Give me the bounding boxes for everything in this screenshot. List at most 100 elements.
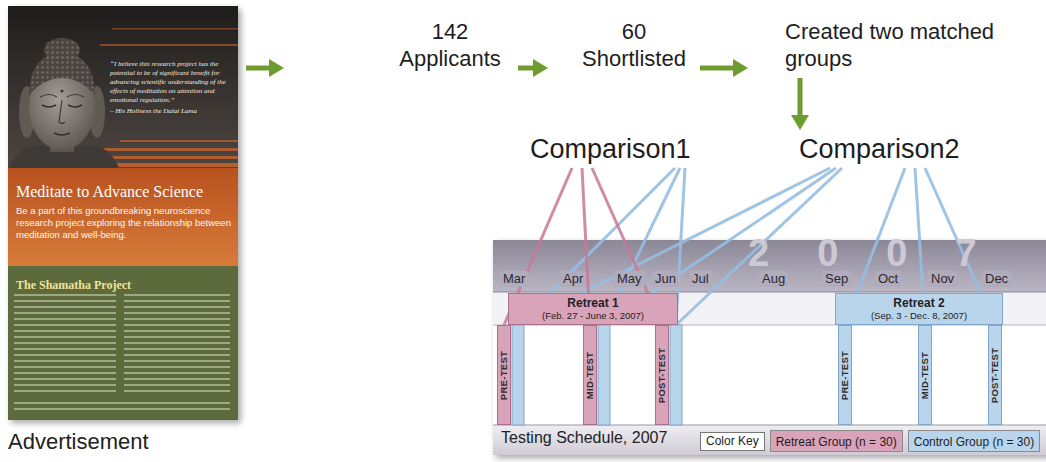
- step-text: 142 Applicants: [390, 18, 510, 72]
- month-label: May: [614, 271, 645, 287]
- retreat-band: Retreat 2(Sep. 3 - Dec. 8, 2007): [835, 293, 1003, 325]
- poster-heading: The Shamatha Project: [16, 278, 232, 293]
- count-step: 60 Shortlisted: [552, 18, 692, 72]
- band-dates: (Sep. 3 - Dec. 8, 2007): [871, 310, 967, 322]
- label-slot: Nov: [928, 271, 957, 287]
- watermark: 2007: [748, 234, 1025, 272]
- row-rule: [493, 425, 1046, 426]
- test-bar: PRE-TEST: [497, 325, 511, 425]
- label-slot: Apr: [560, 271, 586, 287]
- legend-heading: Color Key: [700, 432, 765, 451]
- month-label: Jul: [689, 271, 712, 287]
- label-slot: May: [614, 271, 645, 287]
- streak: [96, 156, 238, 159]
- test-bar: PRE-TEST: [838, 325, 852, 425]
- text-slot: Advertisement: [8, 428, 149, 456]
- flow-arrow: [518, 59, 548, 77]
- band-row: [493, 292, 1046, 325]
- test-bar: MID-TEST: [583, 325, 597, 425]
- legend-swatch: Control Group (n = 30): [908, 430, 1040, 452]
- streak: [104, 148, 238, 151]
- label-slot: 2007: [748, 234, 1025, 272]
- control-test-bar: [670, 325, 682, 425]
- flow-arrow: [791, 78, 809, 130]
- arrow-head: [533, 59, 548, 77]
- nose: [59, 100, 65, 124]
- panel-ground: [493, 240, 1046, 455]
- fine-print-lines: [14, 398, 230, 412]
- month-label: Nov: [928, 271, 957, 287]
- control-test-bar: [512, 325, 524, 425]
- arrow-head: [269, 59, 284, 77]
- label-slot: Oct: [875, 271, 901, 287]
- band-title: Retreat 1: [567, 296, 618, 310]
- month-label: Mar: [500, 271, 528, 287]
- count-step: 142 Applicants: [288, 18, 510, 72]
- streak: [110, 163, 238, 167]
- poster-title: Meditate to Advance Science: [16, 182, 234, 201]
- poster-ground: [8, 6, 238, 420]
- label-slot: Mar: [500, 271, 528, 287]
- arrow-head: [733, 59, 748, 77]
- retreat-band: Retreat 1(Feb. 27 - June 3, 2007): [508, 293, 678, 325]
- footer-bar: [493, 425, 1046, 455]
- streak: [112, 28, 238, 30]
- comparison-text: Comparison2: [797, 134, 962, 165]
- test-bar: MID-TEST: [918, 325, 932, 425]
- urna: [60, 89, 63, 92]
- test-bar: POST-TEST: [655, 325, 669, 425]
- ushnisha-curls: [44, 38, 80, 62]
- schedule-art: [493, 240, 1046, 455]
- test-text: MID-TEST: [585, 351, 596, 398]
- month-label: Jun: [652, 271, 679, 287]
- connector-line: [700, 66, 736, 71]
- label-slot: Jul: [689, 271, 712, 287]
- quote-text: “I believe this research project has the…: [110, 60, 234, 105]
- flow-arrow: [246, 59, 284, 77]
- label-slot: Jun: [652, 271, 679, 287]
- test-text: POST-TEST: [657, 347, 668, 402]
- poster-subtitle: Be a part of this groundbreaking neurosc…: [16, 205, 232, 241]
- test-text: PRE-TEST: [840, 350, 851, 399]
- light-streaks: [96, 28, 238, 167]
- body-text-lines: [124, 292, 230, 392]
- ushnisha: [44, 38, 80, 62]
- text-slot: “I believe this research project has the…: [110, 60, 234, 116]
- body-text-lines: [14, 292, 116, 392]
- control-test-bar: [598, 325, 610, 425]
- comparison-text: Comparison1: [528, 134, 693, 165]
- band-title: Retreat 2: [893, 296, 944, 310]
- poster: “I believe this research project has the…: [8, 6, 238, 420]
- panel-title: Testing Schedule, 2007: [501, 428, 667, 448]
- legend-row: Color Key Retreat Group (n = 30) Control G…: [700, 430, 1040, 452]
- comparison-label: Comparison1: [528, 134, 693, 165]
- legend-text: Control Group (n = 30): [914, 435, 1034, 449]
- test-bar: POST-TEST: [988, 325, 1002, 425]
- label-slot: Dec: [982, 271, 1011, 287]
- band-dates: (Feb. 27 - June 3, 2007): [542, 310, 644, 322]
- legend-text: Retreat Group (n = 30): [776, 435, 897, 449]
- test-text: PRE-TEST: [499, 350, 510, 399]
- poster-photo: [8, 6, 238, 170]
- label-slot: Aug: [759, 271, 788, 287]
- streak: [120, 140, 238, 142]
- text-slot: The Shamatha Project: [16, 278, 232, 293]
- month-label: Dec: [982, 271, 1011, 287]
- month-label: Oct: [875, 271, 901, 287]
- poster-art: [8, 6, 238, 420]
- text-slot: Meditate to Advance Science: [16, 182, 234, 201]
- month-label: Sep: [822, 271, 851, 287]
- process-step: Created two matched groups: [752, 18, 1042, 72]
- eyes: [42, 105, 82, 107]
- poster-banner: [8, 168, 238, 266]
- quote-attribution: – His Holiness the Dalai Lama: [110, 107, 234, 116]
- streak: [100, 44, 238, 46]
- lips: [54, 133, 70, 135]
- connector-line: [246, 66, 272, 71]
- connector-line: [798, 78, 803, 118]
- month-label: Apr: [560, 271, 586, 287]
- text-slot: Be a part of this groundbreaking neurosc…: [16, 205, 232, 241]
- label-slot: Sep: [822, 271, 851, 287]
- legend-swatch: Retreat Group (n = 30): [770, 430, 903, 452]
